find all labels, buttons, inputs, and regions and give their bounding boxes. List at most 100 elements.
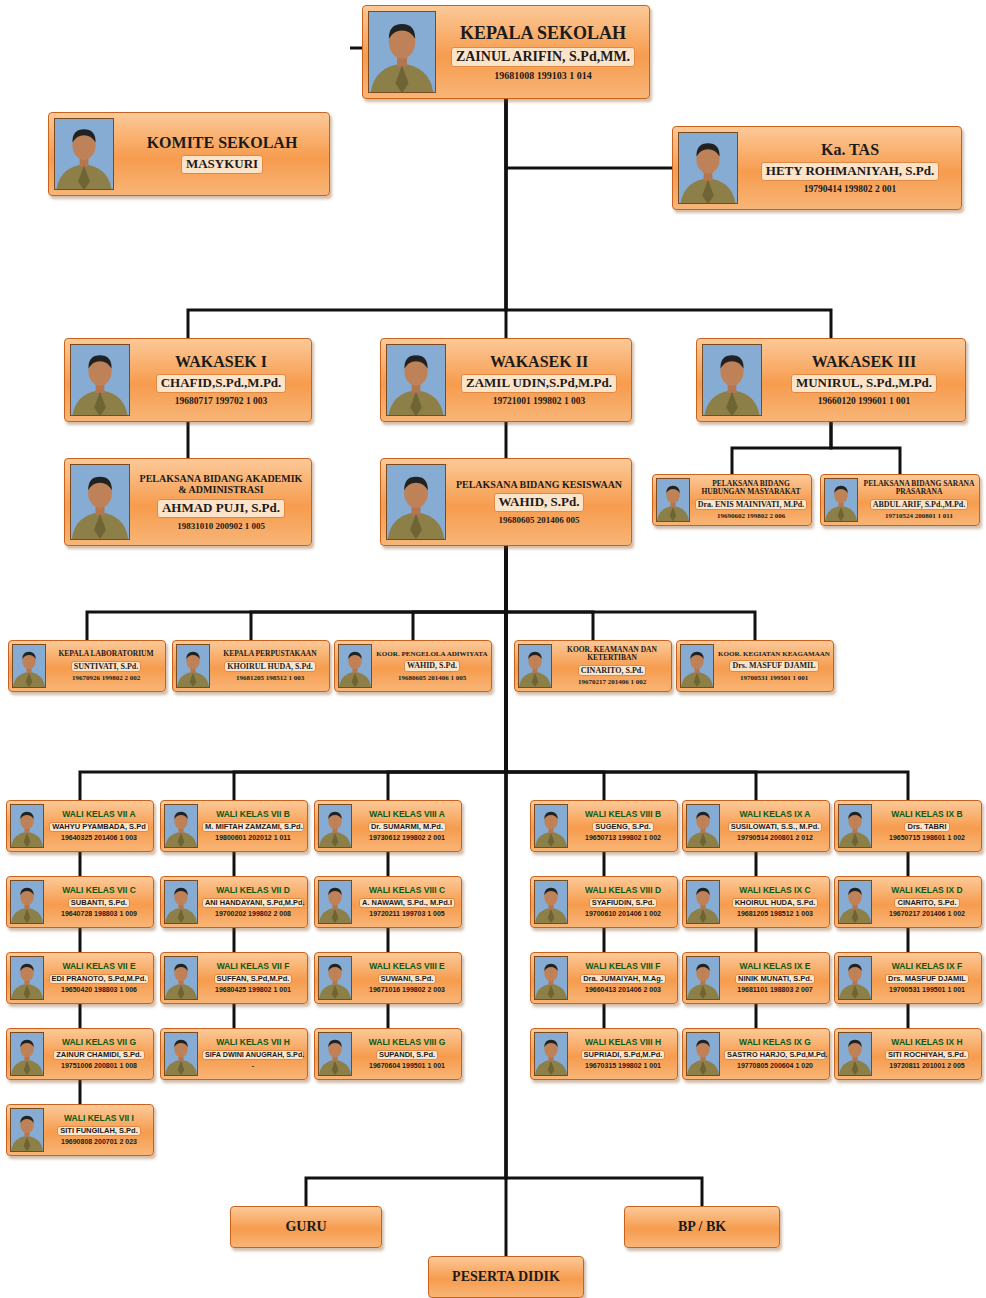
- homeroom-box: WALI KELAS IX ASUSILOWATI, S.S., M.Pd.19…: [682, 800, 830, 852]
- portrait-figure: [165, 805, 197, 847]
- role-title: WALI KELAS IX C: [739, 886, 810, 896]
- role-title: WALI KELAS IX D: [891, 886, 962, 896]
- person-name: ABDUL ARIF, S.Pd.,M.Pd.: [870, 499, 969, 510]
- portrait-figure: [319, 881, 351, 923]
- portrait-figure: [681, 645, 713, 687]
- person-name: SIFA DWINI ANUGRAH, S.Pd.: [202, 1050, 304, 1060]
- portrait-photo: [318, 880, 352, 924]
- portrait-photo: [386, 464, 446, 540]
- group-box: GURU: [230, 1206, 382, 1248]
- portrait-figure: [11, 805, 43, 847]
- connector-line: [506, 546, 908, 800]
- person-name: WAHYU PYAMBADA, S.Pd: [49, 822, 148, 833]
- person-name: SUBANTI, S.Pd.: [68, 898, 130, 909]
- role-title: PELAKSANA BIDANG KESISWAAN: [456, 479, 622, 491]
- employee-id: 19650713 199802 1 002: [585, 834, 661, 842]
- portrait-photo: [686, 880, 720, 924]
- text-column: WALI KELAS VII EEDI PRANOTO, S.Pd,M.Pd.1…: [48, 962, 150, 994]
- portrait-figure: [687, 881, 719, 923]
- portrait-photo: [10, 804, 44, 848]
- role-title: WALI KELAS IX A: [740, 810, 811, 820]
- employee-id: 19680425 199802 1 001: [215, 986, 291, 994]
- homeroom-box: WALI KELAS IX B Drs. TABRI19650715 198601…: [834, 800, 982, 852]
- coordinator-box: KOOR. KEGIATAN KEAGAMAANDrs. MASFUF DJAM…: [676, 640, 834, 692]
- connector-line: [907, 1004, 910, 1028]
- portrait-photo: [824, 478, 858, 522]
- text-column: KOOR. PENGELOLA ADIWIYATAWAHID, S.Pd.196…: [376, 650, 488, 681]
- portrait-figure: [11, 1109, 43, 1151]
- text-column: WALI KELAS IX ENINIK MUNATI, S.Pd.196811…: [724, 962, 826, 994]
- person-name: SUWANI, S.Pd.: [378, 974, 437, 985]
- portrait-figure: [687, 805, 719, 847]
- text-column: WALI KELAS VII BM. MIFTAH ZAMZAMI, S.Pd.…: [202, 810, 304, 842]
- portrait-figure: [55, 119, 113, 189]
- portrait-figure: [839, 1033, 871, 1075]
- role-title: WALI KELAS VII H: [216, 1038, 290, 1048]
- portrait-photo: [680, 644, 714, 688]
- employee-id: 19790414 199802 2 001: [804, 184, 897, 195]
- text-column: KEPALA LABORATORIUMSUNTIVATI, S.Pd.19670…: [50, 650, 162, 682]
- portrait-photo: [318, 956, 352, 1000]
- portrait-photo: [518, 644, 552, 688]
- text-column: WALI KELAS IX B Drs. TABRI19650715 198601…: [876, 810, 978, 842]
- role-title: GURU: [285, 1219, 326, 1235]
- coordinator-box: KEPALA PERPUSTAKAANKHOIRUL HUDA, S.Pd.19…: [172, 640, 330, 692]
- connector-line: [755, 852, 758, 876]
- role-title: WALI KELAS IX G: [739, 1038, 811, 1048]
- text-column: PELAKSANA BIDANG KESISWAANWAHID, S.Pd.19…: [452, 479, 626, 526]
- text-column: WALI KELAS VIII GSUPANDI, S.Pd.19670604 …: [356, 1038, 458, 1070]
- person-name: AHMAD PUJI, S.Pd.: [157, 499, 285, 518]
- portrait-figure: [339, 645, 371, 687]
- portrait-figure: [679, 133, 737, 203]
- text-column: WALI KELAS VIII DSYAFIUDIN, S.Pd.1970061…: [572, 886, 674, 918]
- portrait-photo: [534, 880, 568, 924]
- role-title: WALI KELAS IX B: [891, 810, 962, 820]
- text-column: WALI KELAS IX ASUSILOWATI, S.S., M.Pd.19…: [724, 810, 826, 842]
- connector-line: [233, 852, 236, 876]
- person-name: Drs. TABRI: [904, 822, 949, 833]
- portrait-photo: [164, 880, 198, 924]
- text-column: BP / BK: [630, 1219, 774, 1235]
- portrait-photo: [678, 132, 738, 204]
- portrait-figure: [13, 645, 45, 687]
- employee-id: 19700531 199501 1 001: [889, 986, 965, 994]
- role-title: WALI KELAS VIII B: [585, 810, 661, 820]
- portrait-figure: [387, 345, 445, 415]
- portrait-figure: [165, 881, 197, 923]
- person-name: HETY ROHMANIYAH, S.Pd.: [761, 162, 939, 181]
- text-column: WALI KELAS VII AWAHYU PYAMBADA, S.Pd1964…: [48, 810, 150, 842]
- employee-id: 19650715 198601 1 002: [889, 834, 965, 842]
- portrait-photo: [702, 344, 762, 416]
- homeroom-box: WALI KELAS VIII HSUPRIADI, S.Pd,M.Pd.196…: [530, 1028, 678, 1080]
- person-name: ZAINUR CHAMIDI, S.Pd.: [53, 1050, 144, 1061]
- portrait-figure: [165, 957, 197, 999]
- text-column: WALI KELAS IX DCINARITO, S.Pd.19670217 2…: [876, 886, 978, 918]
- person-name: Drs. MASFUF DJAMIL: [729, 660, 818, 671]
- portrait-figure: [839, 957, 871, 999]
- person-name: WAHID, S.Pd.: [404, 660, 460, 671]
- portrait-photo: [686, 956, 720, 1000]
- employee-id: 19700531 199501 1 001: [740, 674, 808, 682]
- homeroom-box: WALI KELAS VII DANI HANDAYANI, S.Pd,M.Pd…: [160, 876, 308, 928]
- person-name: Drs. MASFUF DJAMIL: [885, 974, 969, 985]
- connector-line: [233, 928, 236, 952]
- text-column: WALI KELAS VIII HSUPRIADI, S.Pd,M.Pd.196…: [572, 1038, 674, 1070]
- portrait-photo: [534, 804, 568, 848]
- portrait-figure: [839, 881, 871, 923]
- connector-line: [907, 928, 910, 952]
- coordinator-box: PELAKSANA BIDANG SARANA PRASARANAABDUL A…: [820, 474, 980, 526]
- homeroom-box: WALI KELAS IX CKHOIRUL HUDA, S.Pd.196812…: [682, 876, 830, 928]
- portrait-photo: [164, 1032, 198, 1076]
- role-title: WALI KELAS IX H: [891, 1038, 962, 1048]
- homeroom-box: WALI KELAS VIII ADr. SUMARMI, M.Pd.19730…: [314, 800, 462, 852]
- coordinator-box: KEPALA LABORATORIUMSUNTIVATI, S.Pd.19670…: [8, 640, 166, 692]
- connector-line: [187, 422, 190, 458]
- text-column: WALI KELAS VIII ESUWANI, S.Pd.19671016 1…: [356, 962, 458, 994]
- connector-line: [831, 422, 900, 474]
- role-title: KOOR. KEAMANAN DAN KETERTIBAN: [556, 646, 668, 663]
- employee-id: 19790514 200801 2 012: [737, 834, 813, 842]
- connector-line: [755, 1004, 758, 1028]
- text-column: KOOR. KEGIATAN KEAGAMAANDrs. MASFUF DJAM…: [718, 650, 830, 681]
- connector-line: [907, 852, 910, 876]
- position-box: Ka. TASHETY ROHMANIYAH, S.Pd.19790414 19…: [672, 126, 962, 210]
